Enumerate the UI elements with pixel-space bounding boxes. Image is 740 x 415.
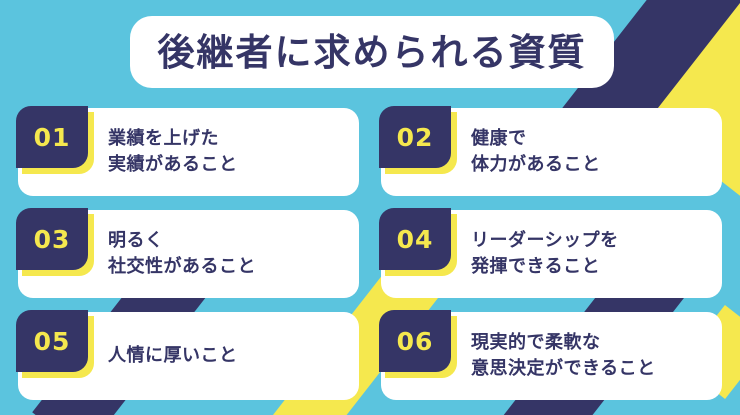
- quality-text-line: 意思決定ができること: [471, 358, 656, 379]
- badge-body: 03: [16, 208, 88, 270]
- quality-text-line: 業績を上げた: [108, 128, 219, 150]
- badge-number: 01: [33, 122, 71, 152]
- number-badge-01: 01: [16, 106, 94, 174]
- quality-text-01: 業績を上げた 実績があること: [88, 126, 359, 177]
- quality-text-06: 現実的で柔軟な 意思決定ができること: [451, 330, 722, 381]
- quality-text-line: 社交性があること: [108, 256, 256, 277]
- badge-body: 01: [16, 106, 88, 168]
- quality-text-02: 健康で 体力があること: [451, 126, 722, 177]
- badge-body: 05: [16, 310, 88, 372]
- quality-text-03: 明るく 社交性があること: [88, 228, 359, 279]
- badge-number: 06: [396, 326, 434, 356]
- quality-text-line: 現実的で柔軟な: [471, 332, 601, 354]
- badge-number: 05: [33, 326, 71, 356]
- quality-text-line: 体力があること: [471, 154, 601, 175]
- quality-card-05: 05 人情に厚いこと: [16, 310, 359, 400]
- number-badge-03: 03: [16, 208, 94, 276]
- quality-text-04: リーダーシップを 発揮できること: [451, 228, 722, 279]
- quality-card-04: 04 リーダーシップを 発揮できること: [379, 208, 722, 298]
- badge-body: 06: [379, 310, 451, 372]
- quality-card-06: 06 現実的で柔軟な 意思決定ができること: [379, 310, 722, 400]
- quality-text-line: 人情に厚いこと: [108, 345, 238, 367]
- number-badge-04: 04: [379, 208, 457, 276]
- quality-text-line: 明るく: [108, 230, 164, 252]
- qualities-grid: 01 業績を上げた 実績があること 02 健康で 体力があること: [16, 106, 722, 400]
- quality-text-05: 人情に厚いこと: [88, 343, 359, 369]
- title-banner: 後継者に求められる資質: [130, 16, 614, 88]
- number-badge-06: 06: [379, 310, 457, 378]
- quality-card-02: 02 健康で 体力があること: [379, 106, 722, 196]
- badge-body: 02: [379, 106, 451, 168]
- number-badge-05: 05: [16, 310, 94, 378]
- number-badge-02: 02: [379, 106, 457, 174]
- quality-text-line: 発揮できること: [471, 256, 601, 277]
- badge-number: 04: [396, 224, 434, 254]
- badge-body: 04: [379, 208, 451, 270]
- quality-card-03: 03 明るく 社交性があること: [16, 208, 359, 298]
- badge-number: 03: [33, 224, 71, 254]
- quality-card-01: 01 業績を上げた 実績があること: [16, 106, 359, 196]
- quality-text-line: 健康で: [471, 128, 527, 150]
- badge-number: 02: [396, 122, 434, 152]
- page-title: 後継者に求められる資質: [157, 30, 587, 74]
- quality-text-line: リーダーシップを: [471, 230, 619, 252]
- quality-text-line: 実績があること: [108, 154, 238, 175]
